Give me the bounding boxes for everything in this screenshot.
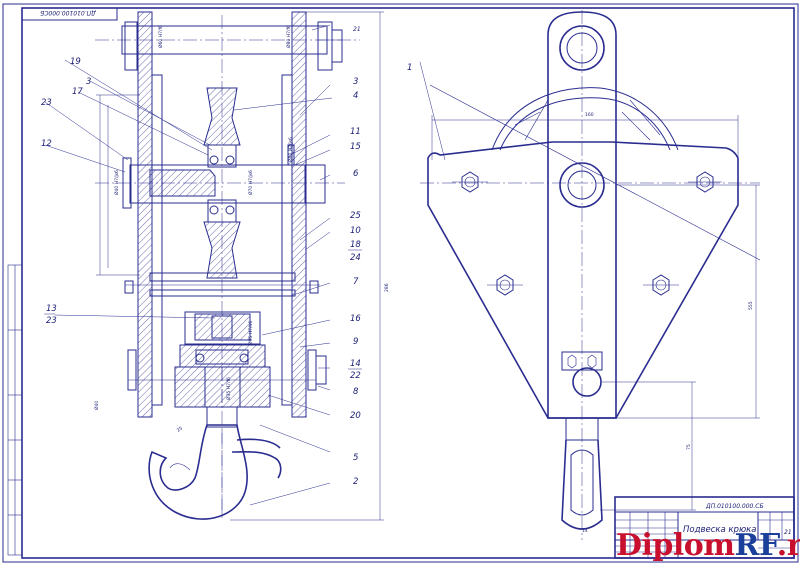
callout-23b: 23 <box>46 316 57 326</box>
section-dimensions: Ø60 H7/f6 Ø80 H7/f6 Ø80 H7/js6 Ø70 H7/js… <box>93 25 390 434</box>
callout-24: 24 <box>350 253 361 263</box>
dim-width: 160 <box>585 112 594 118</box>
dim-fit-7: Ø95 H7/h6 <box>247 321 254 345</box>
drawing-code-top: ДП.010100.000СБ <box>40 9 97 16</box>
dim-phi: Ø40 <box>93 401 100 410</box>
dim-hook-width: 14 <box>582 528 588 534</box>
callout-16: 16 <box>350 314 361 324</box>
callout-9: 9 <box>353 337 358 347</box>
callout-10: 10 <box>350 226 361 236</box>
callout-1: 1 <box>407 63 412 73</box>
left-stamp-strips <box>7 264 23 556</box>
dim-height: 555 <box>748 301 754 310</box>
dim-fit-3: Ø40 H7/js6 <box>113 170 120 195</box>
dim-fit-2: Ø80 H7/f6 <box>285 25 292 48</box>
section-callouts: 19 3 17 23 12 13 23 21 3 4 11 15 6 25 10… <box>41 26 362 487</box>
callout-6: 6 <box>353 169 359 179</box>
dim-286: 286 <box>384 283 390 292</box>
callout-23: 23 <box>41 98 52 108</box>
section-view <box>44 11 384 521</box>
callout-25: 25 <box>350 211 361 221</box>
title-block-code: ДП.010100.000.СБ <box>705 503 764 510</box>
callout-8: 8 <box>353 387 359 397</box>
callout-4: 4 <box>353 91 358 101</box>
watermark-diplom: Diplom <box>616 528 735 563</box>
outer-frame <box>2 3 799 563</box>
code-box-top <box>21 7 118 21</box>
drawing-title: Подвеска крюка <box>683 525 756 535</box>
callout-3a: 3 <box>86 77 91 87</box>
dim-hook: 75 <box>686 444 692 450</box>
callout-18: 18 <box>350 240 361 250</box>
dim-fit-5: Ø80 H7/js6 <box>287 137 294 162</box>
title-block: ДП.010100.000.СБ Подвеска крюка 21 <box>614 496 795 559</box>
sheet-number: 21 <box>784 529 792 536</box>
callout-12: 12 <box>41 139 52 149</box>
dim-fit-4: Ø35 H7/f6 <box>225 377 232 400</box>
callout-7: 7 <box>353 277 359 287</box>
front-view-labels: 1 160 555 75 14 <box>407 63 754 534</box>
callout-21: 21 <box>353 26 361 33</box>
callout-14: 14 <box>350 359 361 369</box>
watermark-ru: .ru <box>776 528 800 563</box>
dim-fit-1: Ø60 H7/f6 <box>157 25 164 48</box>
callout-15: 15 <box>350 142 361 152</box>
watermark-rf: RF <box>734 528 778 563</box>
watermark-logo: DiplomRF.ru <box>616 528 800 563</box>
callout-20: 20 <box>350 411 361 421</box>
front-view <box>419 10 761 540</box>
callout-13: 13 <box>46 304 57 314</box>
callout-2: 2 <box>353 477 358 487</box>
callout-19: 19 <box>70 57 81 67</box>
callout-17: 17 <box>72 87 83 97</box>
callout-11: 11 <box>350 127 361 137</box>
dim-angle: 25 <box>176 425 184 433</box>
callout-5: 5 <box>353 453 358 463</box>
callout-22: 22 <box>350 371 361 381</box>
dim-fit-6: Ø70 H7/js6 <box>247 170 254 195</box>
callout-3b: 3 <box>353 77 358 87</box>
